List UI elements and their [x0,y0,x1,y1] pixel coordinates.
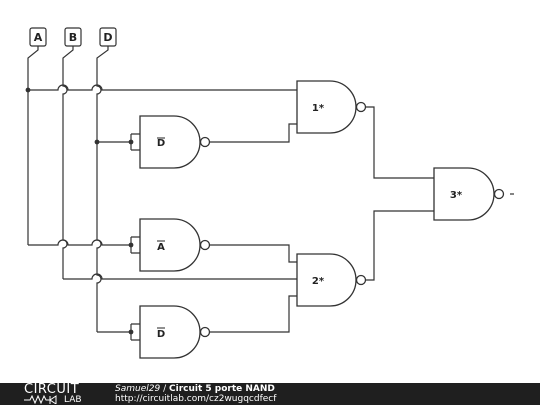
nand-gate-3[interactable]: 3* [433,167,505,221]
logo-top-text: CIRCUIT [24,382,80,397]
not-d-gate-bottom[interactable]: D [139,305,211,359]
not-a-gate[interactable]: A [139,218,211,272]
junction-dot [128,329,134,335]
junction-dot [94,139,100,145]
circuit-url[interactable]: http://circuitlab.com/cz2wugqcdfecf [115,394,277,404]
footer-bar: CIRCUIT LAB Samuel29 / Circuit 5 porte N… [0,383,540,405]
input-d: D [96,27,117,332]
not-d-top-label: D [157,138,165,149]
gate-3-label: 3* [450,190,463,201]
logo-bottom-text: LAB [64,395,82,405]
resistor-icon [24,394,57,405]
input-a-label: A [34,31,43,44]
logo-bottom: LAB [24,394,82,405]
input-d-label: D [103,31,112,44]
circuit-meta: Samuel29 / Circuit 5 porte NAND http://c… [115,384,276,404]
gate-1-label: 1* [312,103,325,114]
junction-dot [128,242,134,248]
circuit-schematic: A B D [25,27,514,359]
separator: / [163,384,167,394]
wires [28,84,514,341]
input-b-label: B [69,31,77,44]
junctions [25,87,134,335]
input-a: A [27,27,47,245]
not-d-gate-top[interactable]: D [139,115,211,169]
gate-2-label: 2* [312,276,325,287]
not-a-label: A [157,242,165,253]
nand-gate-2[interactable]: 2* [296,253,367,307]
circuitlab-logo: CIRCUIT LAB [24,383,92,405]
junction-dot [128,139,134,145]
not-d-bottom-label: D [157,329,165,340]
author-name[interactable]: Samuel29 [115,384,161,394]
input-b: B [62,27,82,279]
circuit-title[interactable]: Circuit 5 porte NAND [169,384,275,394]
junction-dot [25,87,31,93]
nand-gate-1[interactable]: 1* [296,80,367,134]
